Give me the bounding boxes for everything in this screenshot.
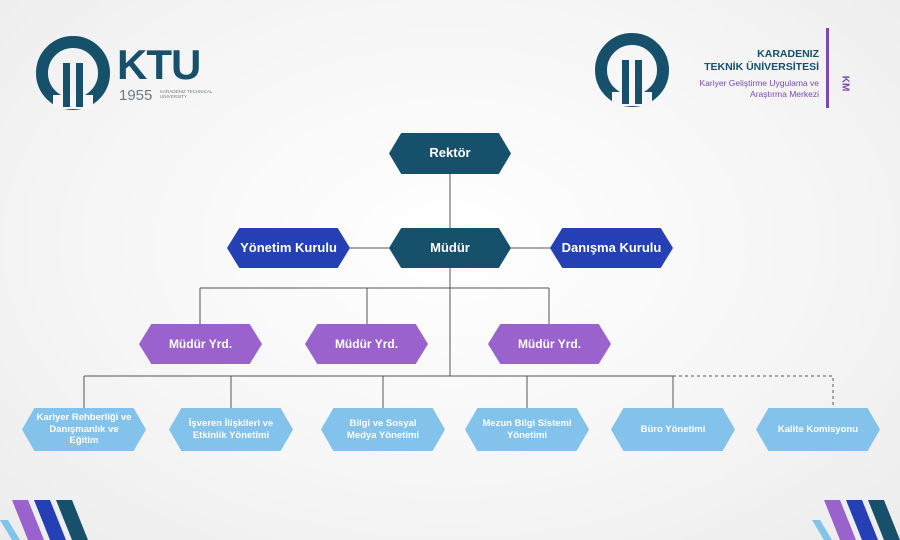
node-unit-career-guidance: Kariyer Rehberliği ve Danışmanlık ve Eği… <box>22 408 146 451</box>
university-name-line1: KARADENIZ <box>757 48 819 60</box>
node-deputy-director: Müdür Yrd. <box>488 324 611 364</box>
node-advisory-board: Danışma Kurulu <box>550 228 673 268</box>
ktu-emblem-icon <box>36 36 110 110</box>
center-logo: KARADENIZ TEKNİK ÜNİVERSİTESİ Kariyer Ge… <box>592 28 867 113</box>
node-director: Müdür <box>389 228 511 268</box>
node-unit-office-management: Büro Yönetimi <box>611 408 735 451</box>
ktu-year: 1955 <box>119 87 153 104</box>
node-unit-social-media: Bilgi ve Sosyal Medya Yönetimi <box>321 408 445 451</box>
node-management-board: Yönetim Kurulu <box>227 228 350 268</box>
node-rector: Rektör <box>389 133 511 174</box>
corner-decoration-left <box>0 500 88 540</box>
connector-unit-6-dashed <box>673 375 834 408</box>
university-name-line2: TEKNİK ÜNİVERSİTESİ <box>704 61 819 73</box>
logo-divider <box>826 28 829 108</box>
ktu-acronym: KTU <box>117 41 201 88</box>
corner-decoration-right <box>812 500 900 540</box>
ktu-emblem-icon <box>595 33 669 107</box>
node-deputy-director: Müdür Yrd. <box>305 324 428 364</box>
center-abbr: KM <box>839 75 851 92</box>
ktu-subtitle: KARADENIZ TECHNICAL UNIVERSITY <box>160 89 213 100</box>
node-unit-alumni-system: Mezun Bilgi Sistemi Yönetimi <box>465 408 589 451</box>
node-unit-quality-commission: Kalite Komisyonu <box>756 408 880 451</box>
center-name-line2: Araştırma Merkezi <box>750 89 819 99</box>
node-deputy-director: Müdür Yrd. <box>139 324 262 364</box>
center-name-line1: Kariyer Geliştirme Uygulama ve <box>699 78 819 88</box>
ktu-logo: KTU 1955 KARADENIZ TECHNICAL UNIVERSITY <box>33 33 223 115</box>
node-unit-employer-relations: İşveren İlişkileri ve Etkinlik Yönetimi <box>169 408 293 451</box>
